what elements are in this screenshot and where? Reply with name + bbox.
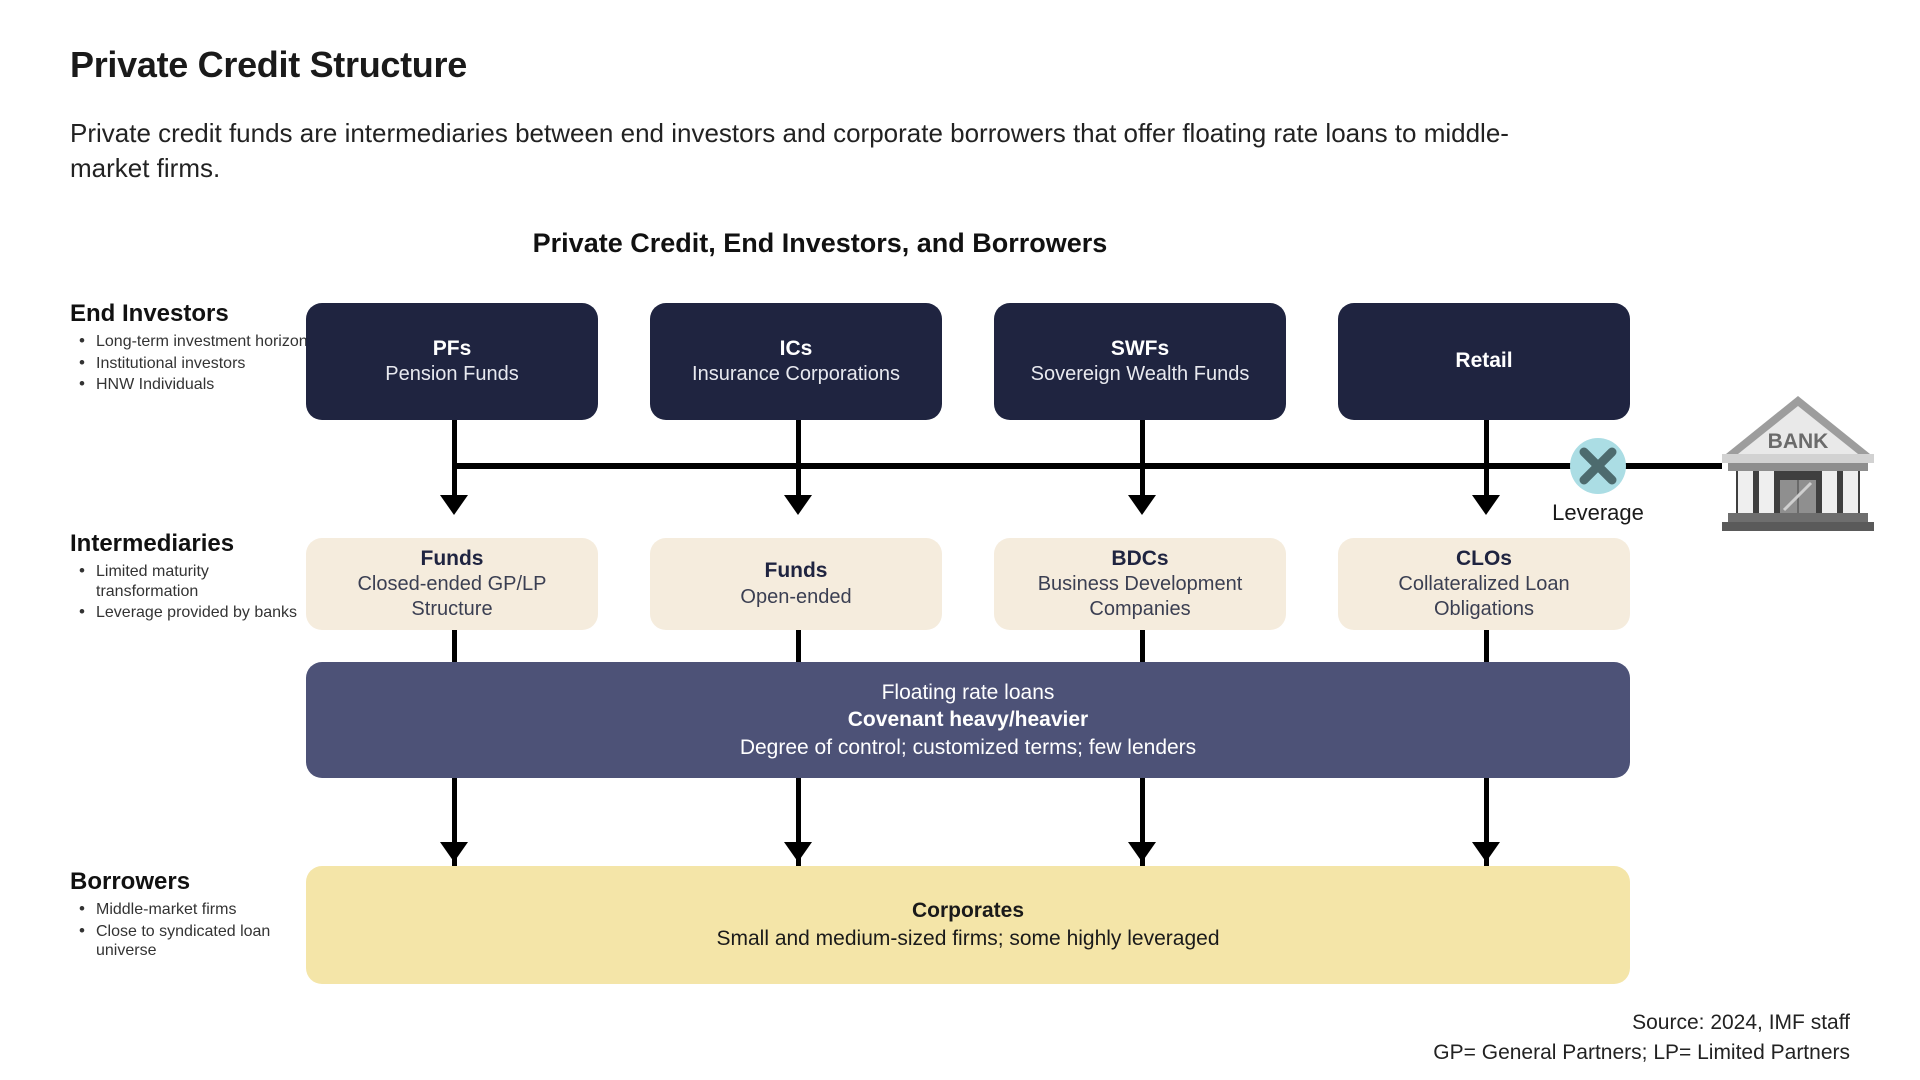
arrowhead-investor-2 [784,495,812,515]
row-label-title: End Investors [70,300,229,327]
row-label-intermediaries: Intermediaries Limited maturity transfor… [70,530,310,625]
node-intermediary-funds-open[interactable]: Funds Open-ended [650,538,942,630]
list-item: Institutional investors [79,353,310,374]
arrowhead-investor-4 [1472,495,1500,515]
node-title: PFs [432,336,472,360]
bar-line-1: Floating rate loans [881,681,1055,705]
connector-line-loans-4 [1484,778,1489,866]
x-cross-icon [1579,447,1617,485]
arrowhead-loans-1 [440,842,468,862]
arrowhead-loans-2 [784,842,812,862]
source-line-1: Source: 2024, IMF staff [1632,1011,1850,1034]
node-intermediary-bdcs[interactable]: BDCs Business Development Companies [994,538,1286,630]
row-label-bullets: Middle-market firms Close to syndicated … [70,899,310,961]
node-subtitle: Business Development Companies [1037,573,1243,621]
row-label-bullets: Limited maturity transformation Leverage… [70,561,310,623]
bar-floating-rate-loans[interactable]: Floating rate loans Covenant heavy/heavi… [306,662,1630,778]
node-investor-swfs[interactable]: SWFs Sovereign Wealth Funds [994,303,1286,420]
connector-stub-intermediary-1 [452,630,457,662]
node-title: CLOs [1455,547,1512,571]
arrowhead-loans-4 [1472,842,1500,862]
list-item: Close to syndicated loan universe [79,921,310,961]
list-item: Limited maturity transformation [79,561,310,601]
page-subtitle: Private credit funds are intermediaries … [70,118,1509,184]
connector-line-leverage-horizontal [452,463,1722,469]
bar-line-1: Corporates [911,898,1025,922]
row-label-end-investors: End Investors Long-term investment horiz… [70,300,310,397]
node-investor-retail[interactable]: Retail [1338,303,1630,420]
connector-stub-intermediary-4 [1484,630,1489,662]
row-label-borrowers: Borrowers Middle-market firms Close to s… [70,868,310,963]
connector-stub-intermediary-3 [1140,630,1145,662]
leverage-label: Leverage [1552,500,1644,525]
connector-line-loans-3 [1140,778,1145,866]
list-item: Long-term investment horizon [79,331,310,352]
node-title: Retail [1455,349,1513,373]
list-item: HNW Individuals [79,374,310,395]
bank-building-icon: BANK [1722,396,1874,531]
node-investor-pfs[interactable]: PFs Pension Funds [306,303,598,420]
node-subtitle: Insurance Corporations [692,363,900,386]
row-label-bullets: Long-term investment horizon Institution… [70,331,310,395]
row-label-title: Intermediaries [70,530,235,557]
source-line-2: GP= General Partners; LP= Limited Partne… [1433,1041,1850,1065]
node-title: Funds [764,559,828,583]
svg-text:BANK: BANK [1768,430,1829,453]
bar-line-3: Degree of control; customized terms; few… [739,735,1197,759]
bar-corporates[interactable]: Corporates Small and medium-sized firms;… [306,866,1630,984]
row-label-title: Borrowers [70,868,191,895]
node-intermediary-clos[interactable]: CLOs Collateralized Loan Obligations [1338,538,1630,630]
node-investor-ics[interactable]: ICs Insurance Corporations [650,303,942,420]
node-title: BDCs [1111,547,1169,571]
chart-title: Private Credit, End Investors, and Borro… [532,228,1108,258]
connector-line-loans-1 [452,778,457,866]
bar-line-2: Small and medium-sized firms; some highl… [716,927,1220,950]
node-title: SWFs [1110,336,1170,360]
list-item: Middle-market firms [79,899,310,920]
node-intermediary-funds-closed[interactable]: Funds Closed-ended GP/LP Structure [306,538,598,630]
list-item: Leverage provided by banks [79,602,310,623]
arrowhead-investor-1 [440,495,468,515]
node-subtitle: Collateralized Loan Obligations [1398,573,1570,621]
source-notes: Source: 2024, IMF staff GP= General Part… [1433,1008,1850,1069]
node-title: ICs [779,336,813,360]
arrowhead-loans-3 [1128,842,1156,862]
bar-line-2: Covenant heavy/heavier [847,708,1089,732]
node-subtitle: Closed-ended GP/LP Structure [357,573,547,621]
arrowhead-investor-3 [1128,495,1156,515]
node-subtitle: Pension Funds [385,363,519,386]
connector-stub-intermediary-2 [796,630,801,662]
node-title: Funds [420,547,484,571]
connector-line-loans-2 [796,778,801,866]
node-subtitle: Sovereign Wealth Funds [1030,363,1250,386]
page-title: Private Credit Structure [70,44,467,85]
node-subtitle: Open-ended [740,585,852,608]
